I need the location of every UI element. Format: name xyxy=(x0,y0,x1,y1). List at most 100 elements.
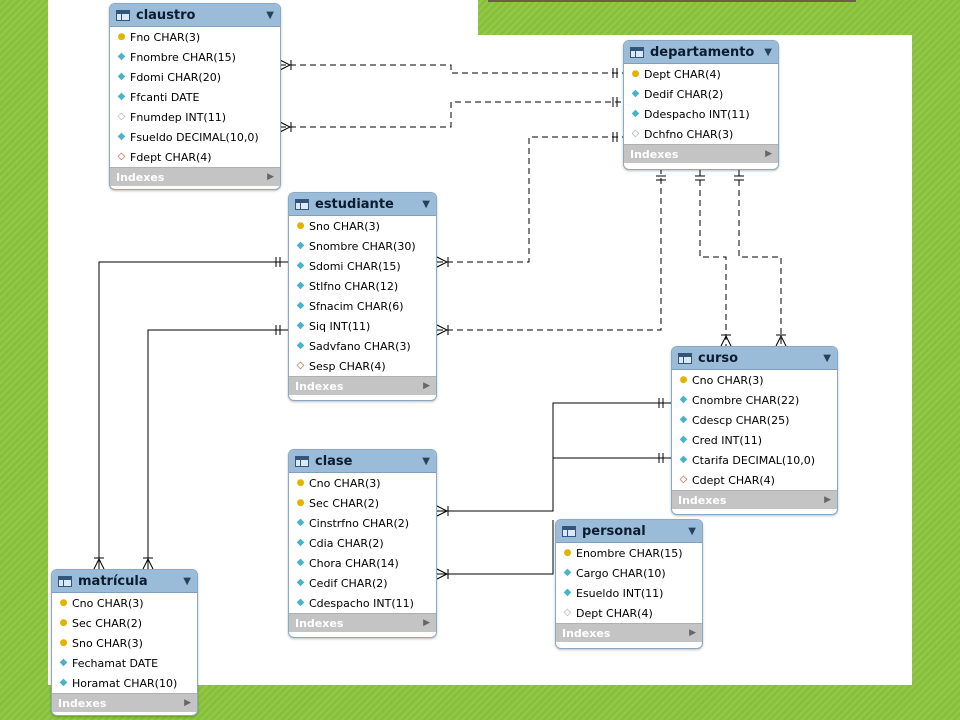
column-name: Dedif CHAR(2) xyxy=(644,87,724,101)
column-row[interactable]: ◆Cdia CHAR(2) xyxy=(289,533,436,553)
collapse-arrow-icon[interactable]: ▼ xyxy=(764,46,772,58)
collapse-arrow-icon[interactable]: ▼ xyxy=(183,575,191,587)
expand-arrow-icon[interactable]: ▶ xyxy=(765,149,772,159)
column-row[interactable]: ◆Cdescp CHAR(25) xyxy=(672,410,837,430)
column-name: Cargo CHAR(10) xyxy=(576,566,666,580)
collapse-arrow-icon[interactable]: ▼ xyxy=(422,455,430,467)
collapse-arrow-icon[interactable]: ▼ xyxy=(266,9,274,21)
column-row[interactable]: ◆Cinstrfno CHAR(2) xyxy=(289,513,436,533)
column-row[interactable]: ◆Sadvfano CHAR(3) xyxy=(289,336,436,356)
column-row[interactable]: ◆Cnombre CHAR(22) xyxy=(672,390,837,410)
column-row[interactable]: ●Enombre CHAR(15) xyxy=(556,543,702,563)
table-claustro[interactable]: claustro ▼ ●Fno CHAR(3)◆Fnombre CHAR(15)… xyxy=(109,3,281,190)
column-row[interactable]: ◆Sfnacim CHAR(6) xyxy=(289,296,436,316)
indexes-footer[interactable]: Indexes ▶ xyxy=(110,167,280,186)
table-departamento[interactable]: departamento ▼ ●Dept CHAR(4) ◆ Dedif CHAR(… xyxy=(623,40,779,170)
column-row[interactable]: ◆Fnombre CHAR(15) xyxy=(110,47,280,67)
column-row[interactable]: ◆Fsueldo DECIMAL(10,0) xyxy=(110,127,280,147)
expand-arrow-icon[interactable]: ▶ xyxy=(267,172,274,182)
table-header[interactable]: departamento ▼ xyxy=(624,41,778,64)
column-row[interactable]: ◆Cdespacho INT(11) xyxy=(289,593,436,613)
column-row[interactable]: ●Sno CHAR(3) xyxy=(52,633,197,653)
table-header[interactable]: matrícula ▼ xyxy=(52,570,197,593)
table-icon xyxy=(678,352,692,364)
column-row[interactable]: ◆Siq INT(11) xyxy=(289,316,436,336)
column-row[interactable]: ●Cno CHAR(3) xyxy=(289,473,436,493)
table-header[interactable]: personal ▼ xyxy=(556,520,702,543)
column-name: Snombre CHAR(30) xyxy=(309,239,416,253)
indexes-footer[interactable]: Indexes ▶ xyxy=(672,490,837,509)
column-row[interactable]: ◆Cred INT(11) xyxy=(672,430,837,450)
column-row[interactable]: ◆Ffcanti DATE xyxy=(110,87,280,107)
indexes-footer[interactable]: Indexes ▶ xyxy=(289,613,436,632)
indexes-footer[interactable]: Indexes ▶ xyxy=(52,693,197,712)
column-row[interactable]: ◆Ctarifa DECIMAL(10,0) xyxy=(672,450,837,470)
column-row[interactable]: ●Dept CHAR(4) xyxy=(624,64,778,84)
key-icon: ● xyxy=(296,478,305,488)
column-row[interactable]: ◆Cargo CHAR(10) xyxy=(556,563,702,583)
table-header[interactable]: clase ▼ xyxy=(289,450,436,473)
column-row[interactable]: ◇Fdept CHAR(4) xyxy=(110,147,280,167)
table-personal[interactable]: personal ▼ ●Enombre CHAR(15)◆Cargo CHAR(… xyxy=(555,519,703,649)
column-row[interactable]: ◆Stlfno CHAR(12) xyxy=(289,276,436,296)
column-row[interactable]: ◇Sesp CHAR(4) xyxy=(289,356,436,376)
collapse-arrow-icon[interactable]: ▼ xyxy=(688,525,696,537)
key-icon: ● xyxy=(631,69,640,79)
column-row[interactable]: ◇Cdept CHAR(4) xyxy=(672,470,837,490)
table-clase[interactable]: clase ▼ ●Cno CHAR(3)●Sec CHAR(2)◆Cinstrf… xyxy=(288,449,437,638)
column-row[interactable]: ◆Fechamat DATE xyxy=(52,653,197,673)
column-row[interactable]: ◆Cedif CHAR(2) xyxy=(289,573,436,593)
column-row[interactable]: ●Sec CHAR(2) xyxy=(289,493,436,513)
link-claustro-departamento-2 xyxy=(280,101,624,128)
expand-arrow-icon[interactable]: ▶ xyxy=(824,495,831,505)
column-row[interactable]: ●Cno CHAR(3) xyxy=(52,593,197,613)
column-row[interactable]: ◆ Dedif CHAR(2) xyxy=(624,84,778,104)
diamond-icon: ◆ xyxy=(59,677,68,688)
column-row[interactable]: ◇Fnumdep INT(11) xyxy=(110,107,280,127)
expand-arrow-icon[interactable]: ▶ xyxy=(423,618,430,628)
collapse-arrow-icon[interactable]: ▼ xyxy=(823,352,831,364)
column-row[interactable]: ◆Sdomi CHAR(15) xyxy=(289,256,436,276)
table-header[interactable]: claustro ▼ xyxy=(110,4,280,27)
diamond-icon: ◆ xyxy=(296,240,305,251)
column-list: ●Fno CHAR(3)◆Fnombre CHAR(15)◆Fdomi CHAR… xyxy=(110,27,280,167)
indexes-label: Indexes xyxy=(295,379,344,393)
column-row[interactable]: ●Cno CHAR(3) xyxy=(672,370,837,390)
indexes-footer[interactable]: Indexes ▶ xyxy=(624,144,778,163)
column-row[interactable]: ◆Esueldo INT(11) xyxy=(556,583,702,603)
column-name: Cinstrfno CHAR(2) xyxy=(309,516,410,530)
column-name: Stlfno CHAR(12) xyxy=(309,279,399,293)
diamond-icon: ◆ xyxy=(296,577,305,588)
column-row[interactable]: ●Fno CHAR(3) xyxy=(110,27,280,47)
expand-arrow-icon[interactable]: ▶ xyxy=(184,698,191,708)
column-name: Fdomi CHAR(20) xyxy=(130,70,222,84)
diamond-icon: ◆ xyxy=(631,88,640,99)
link-claustro-departamento-1 xyxy=(280,64,624,74)
table-estudiante[interactable]: estudiante ▼ ●Sno CHAR(3) ◆ Snombre CHAR(3… xyxy=(288,192,437,401)
column-row[interactable]: ◆Chora CHAR(14) xyxy=(289,553,436,573)
table-curso[interactable]: curso ▼ ●Cno CHAR(3)◆Cnombre CHAR(22)◆Cd… xyxy=(671,346,838,515)
column-row[interactable]: ●Sno CHAR(3) xyxy=(289,216,436,236)
table-matricula[interactable]: matrícula ▼ ●Cno CHAR(3)●Sec CHAR(2)●Sno… xyxy=(51,569,198,716)
table-title: claustro xyxy=(136,7,196,23)
column-row[interactable]: ◆Horamat CHAR(10) xyxy=(52,673,197,693)
column-name: Ctarifa DECIMAL(10,0) xyxy=(692,453,815,467)
diamond-icon: ◆ xyxy=(296,557,305,568)
column-row[interactable]: ◆Fdomi CHAR(20) xyxy=(110,67,280,87)
column-row[interactable]: ◇Dept CHAR(4) xyxy=(556,603,702,623)
column-row[interactable]: ◆ Snombre CHAR(30) xyxy=(289,236,436,256)
indexes-footer[interactable]: Indexes ▶ xyxy=(289,376,436,395)
expand-arrow-icon[interactable]: ▶ xyxy=(689,628,696,638)
column-row[interactable]: ◇Dchfno CHAR(3) xyxy=(624,124,778,144)
key-icon: ● xyxy=(563,548,572,558)
column-row[interactable]: ●Sec CHAR(2) xyxy=(52,613,197,633)
expand-arrow-icon[interactable]: ▶ xyxy=(423,381,430,391)
collapse-arrow-icon[interactable]: ▼ xyxy=(422,198,430,210)
table-title: personal xyxy=(582,523,646,539)
column-list: ●Cno CHAR(3)◆Cnombre CHAR(22)◆Cdescp CHA… xyxy=(672,370,837,490)
table-header[interactable]: estudiante ▼ xyxy=(289,193,436,216)
indexes-footer[interactable]: Indexes ▶ xyxy=(556,623,702,642)
column-row[interactable]: ◆Ddespacho INT(11) xyxy=(624,104,778,124)
table-header[interactable]: curso ▼ xyxy=(672,347,837,370)
diamond-icon: ◆ xyxy=(631,108,640,119)
